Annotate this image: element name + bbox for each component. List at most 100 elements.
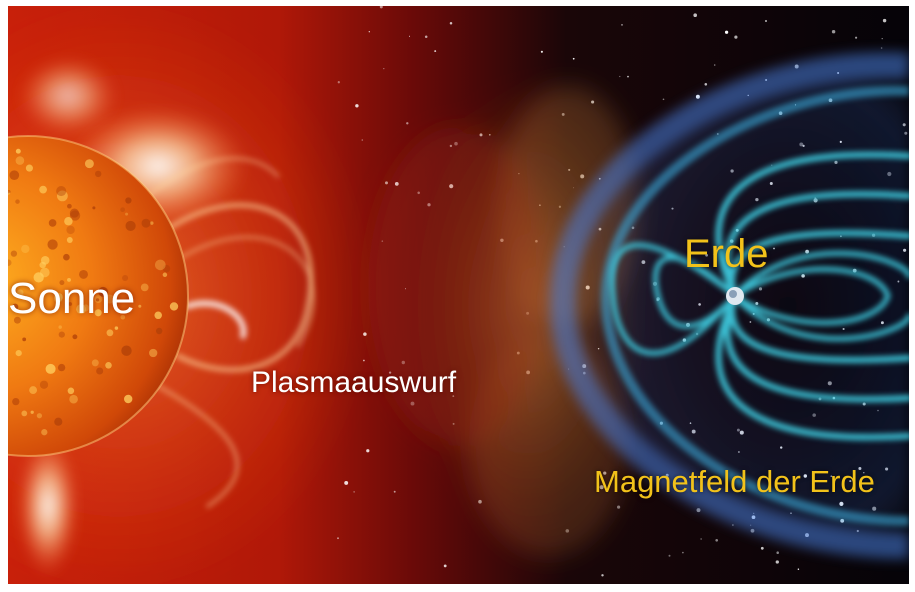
star bbox=[361, 139, 364, 141]
star bbox=[760, 546, 764, 550]
sun-granule bbox=[72, 334, 78, 340]
star bbox=[353, 491, 355, 493]
sun-granule bbox=[69, 394, 78, 404]
sun-granule bbox=[125, 197, 132, 204]
sun-granule bbox=[154, 311, 162, 320]
sun-granule bbox=[9, 170, 20, 181]
star bbox=[619, 75, 621, 78]
sun-granule bbox=[84, 159, 94, 169]
sun-granule bbox=[58, 325, 62, 329]
sun-label: Sonne bbox=[8, 274, 136, 323]
star bbox=[662, 98, 665, 101]
sun-granule bbox=[15, 156, 25, 165]
sun-granule bbox=[12, 303, 19, 310]
sun-granule bbox=[95, 298, 100, 302]
sun-granule bbox=[53, 294, 63, 303]
illustration-canvas bbox=[8, 6, 909, 584]
star bbox=[696, 508, 701, 513]
earth-globe bbox=[726, 287, 744, 305]
star bbox=[355, 104, 359, 108]
star bbox=[797, 568, 800, 570]
sun-granule bbox=[122, 274, 129, 282]
star bbox=[366, 449, 370, 453]
sun-granule bbox=[29, 386, 38, 395]
sun-granule bbox=[63, 253, 70, 261]
sun-granule bbox=[15, 199, 20, 204]
star bbox=[434, 50, 437, 53]
sun-granulation bbox=[8, 148, 179, 436]
sun-granule bbox=[12, 397, 20, 406]
sun-granule bbox=[138, 304, 142, 308]
sun-granule bbox=[10, 250, 18, 257]
sun-granule bbox=[69, 208, 79, 218]
sun-granule bbox=[39, 380, 49, 389]
sun-granule bbox=[8, 190, 11, 194]
sun-granule bbox=[124, 394, 133, 404]
sun-granule bbox=[64, 216, 73, 226]
sun-granule bbox=[96, 367, 104, 375]
star bbox=[700, 538, 702, 540]
sun-granule bbox=[140, 283, 149, 292]
star bbox=[368, 31, 370, 33]
sun-granule bbox=[36, 413, 43, 419]
sun-granule bbox=[67, 387, 75, 395]
sun-granule bbox=[120, 207, 125, 213]
sun-granule bbox=[56, 186, 67, 197]
sun-granule bbox=[47, 239, 58, 250]
sun-granule bbox=[41, 429, 48, 436]
star bbox=[337, 537, 339, 540]
star bbox=[732, 524, 734, 526]
sun-granule bbox=[91, 359, 99, 367]
sun-granule bbox=[76, 304, 87, 315]
star bbox=[379, 6, 383, 9]
magnetic-field-label: Magnetfeld der Erde bbox=[594, 464, 875, 499]
star bbox=[627, 75, 629, 78]
star bbox=[881, 37, 883, 40]
coronal-loops bbox=[146, 157, 315, 508]
sun-granule bbox=[67, 277, 71, 282]
sun-granule bbox=[58, 331, 65, 338]
magnetosphere bbox=[549, 52, 909, 559]
sun-granule bbox=[25, 164, 33, 172]
sun-granule bbox=[66, 237, 73, 243]
sun-granule bbox=[54, 417, 63, 426]
star bbox=[621, 24, 623, 26]
sun-granule bbox=[22, 337, 27, 342]
sun-granule bbox=[154, 259, 166, 271]
earth-label: Erde bbox=[684, 232, 769, 276]
sun-granule bbox=[156, 327, 163, 335]
star bbox=[572, 57, 575, 60]
star bbox=[540, 50, 543, 53]
sun-granule bbox=[16, 289, 24, 296]
sun-granule bbox=[169, 302, 179, 311]
star bbox=[693, 13, 697, 17]
sun-granule bbox=[94, 309, 102, 317]
star bbox=[409, 35, 410, 37]
sun-granule bbox=[54, 292, 63, 302]
sun-granule bbox=[15, 148, 21, 154]
star bbox=[682, 551, 684, 554]
star bbox=[668, 554, 671, 557]
star bbox=[617, 505, 621, 509]
sun-granule bbox=[95, 170, 102, 178]
star bbox=[406, 122, 409, 125]
star bbox=[704, 83, 708, 86]
sun-granule bbox=[21, 244, 30, 254]
sun-granule bbox=[15, 349, 22, 357]
star bbox=[765, 20, 767, 22]
sun-granule bbox=[92, 206, 96, 210]
star bbox=[831, 29, 836, 34]
star bbox=[393, 490, 396, 493]
star bbox=[855, 36, 858, 39]
sun-granule bbox=[68, 302, 73, 306]
sun-granule bbox=[105, 294, 115, 304]
star bbox=[385, 181, 388, 185]
star bbox=[383, 67, 385, 70]
sun-granule bbox=[162, 272, 168, 278]
star bbox=[882, 18, 887, 23]
sun-granule bbox=[56, 190, 68, 202]
sun-disk bbox=[8, 135, 189, 457]
star bbox=[776, 551, 779, 554]
space-weather-illustration: Sonne Plasmaauswurf Erde Magnetfeld der … bbox=[8, 6, 909, 584]
sun-granule bbox=[106, 329, 114, 337]
